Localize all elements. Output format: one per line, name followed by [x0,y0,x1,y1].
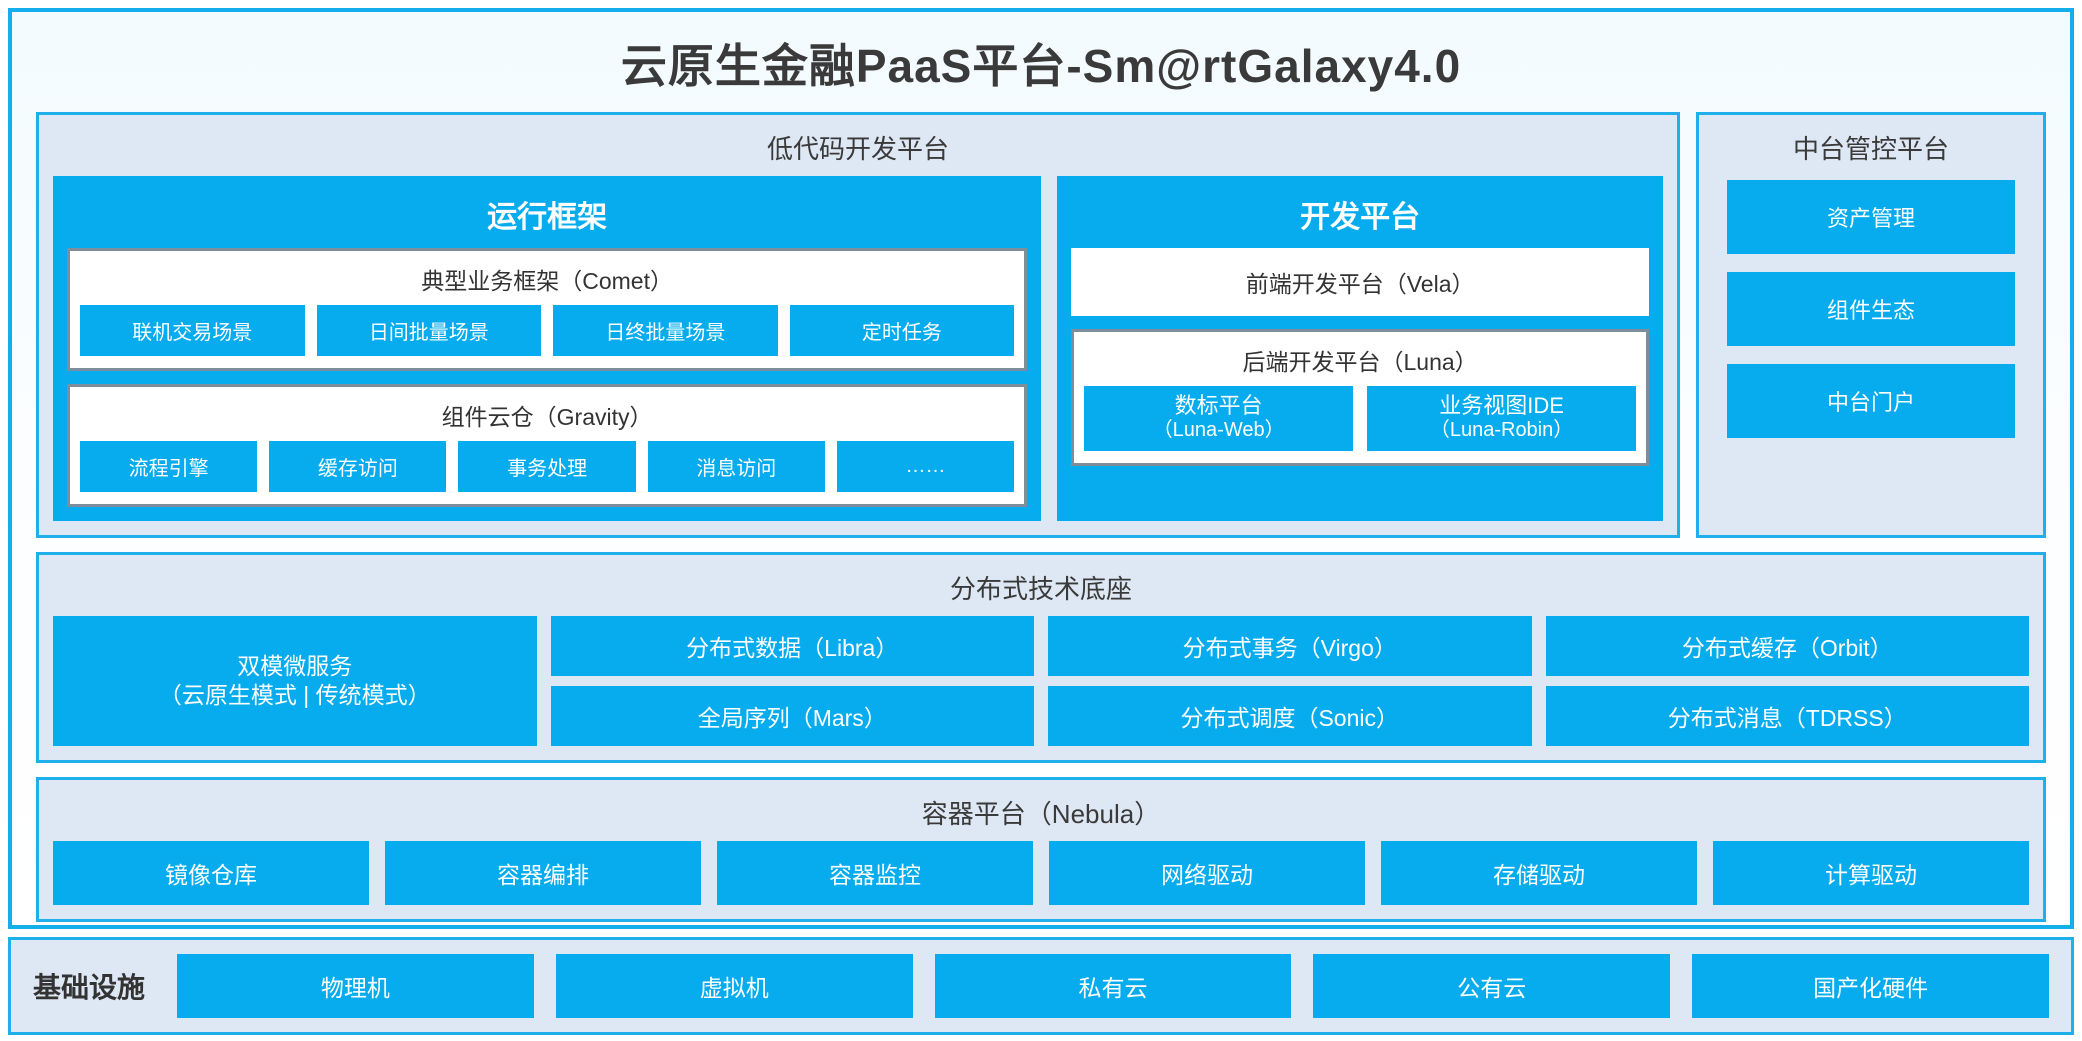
distributed-base-panel: 分布式技术底座 双模微服务 （云原生模式 | 传统模式） 分布式数据（Libra… [36,552,2046,763]
infrastructure-item-domestic-hardware[interactable]: 国产化硬件 [1692,954,2049,1018]
gravity-item-transaction-processing[interactable]: 事务处理 [458,441,636,492]
comet-item-eod-batch[interactable]: 日终批量场景 [553,305,778,356]
luna-item-business-view-ide[interactable]: 业务视图IDE （Luna-Robin） [1367,386,1637,452]
container-platform-title: 容器平台（Nebula） [921,799,1161,829]
development-platform-title: 开发平台 [1300,201,1421,234]
distributed-item-sequence-mars[interactable]: 全局序列（Mars） [550,686,1034,746]
runtime-framework-card: 运行框架 典型业务框架（Comet） 联机交易场景 日间批量场景 日终批量场景 … [53,176,1042,521]
comet-group: 典型业务框架（Comet） 联机交易场景 日间批量场景 日终批量场景 定时任务 [67,248,1028,371]
microservice-line1: 双模微服务 [237,652,353,679]
infrastructure-item-physical-machine[interactable]: 物理机 [177,954,534,1018]
distributed-item-scheduling-sonic[interactable]: 分布式调度（Sonic） [1048,686,1532,746]
container-item-row: 镜像仓库 容器编排 容器监控 网络驱动 存储驱动 计算驱动 [53,841,2029,905]
top-row: 低代码开发平台 运行框架 典型业务框架（Comet） 联机交易场景 日间批量场景… [36,112,2046,538]
container-item-orchestration[interactable]: 容器编排 [385,841,701,905]
infrastructure-item-public-cloud[interactable]: 公有云 [1313,954,1671,1018]
infrastructure-item-row: 物理机 虚拟机 私有云 公有云 国产化硬件 [177,954,2049,1018]
lowcode-platform-title: 低代码开发平台 [766,134,949,164]
midoffice-item-portal[interactable]: 中台门户 [1727,364,2015,438]
luna-web-code: （Luna-Web） [1152,418,1285,441]
midoffice-item-asset-management[interactable]: 资产管理 [1727,180,2015,254]
distributed-col-microservice: 双模微服务 （云原生模式 | 传统模式） [53,616,537,746]
lowcode-platform-body: 运行框架 典型业务框架（Comet） 联机交易场景 日间批量场景 日终批量场景 … [53,176,1663,521]
gravity-group: 组件云仓（Gravity） 流程引擎 缓存访问 事务处理 消息访问 …… [67,384,1028,507]
comet-item-scheduled-task[interactable]: 定时任务 [789,305,1015,356]
gravity-chip-row: 流程引擎 缓存访问 事务处理 消息访问 …… [80,441,1015,492]
infrastructure-label: 基础设施 [33,972,146,1003]
backend-platform-luna-group: 后端开发平台（Luna） 数标平台 （Luna-Web） 业务视图IDE （Lu… [1071,329,1649,467]
page-title: 云原生金融PaaS平台-Sm@rtGalaxy4.0 [620,40,1462,92]
comet-item-intraday-batch[interactable]: 日间批量场景 [316,305,542,356]
distributed-base-title: 分布式技术底座 [949,574,1132,604]
distributed-col-2: 分布式事务（Virgo） 分布式调度（Sonic） [1048,616,1532,746]
infrastructure-item-private-cloud[interactable]: 私有云 [934,954,1292,1018]
distributed-item-data-libra[interactable]: 分布式数据（Libra） [550,616,1034,676]
distributed-col-1: 分布式数据（Libra） 全局序列（Mars） [550,616,1034,746]
gravity-item-process-engine[interactable]: 流程引擎 [80,441,258,492]
lowcode-platform-panel: 低代码开发平台 运行框架 典型业务框架（Comet） 联机交易场景 日间批量场景… [36,112,1680,538]
distributed-item-message-tdrss[interactable]: 分布式消息（TDRSS） [1545,686,2029,746]
container-item-compute-driver[interactable]: 计算驱动 [1713,841,2029,905]
midoffice-control-panel: 中台管控平台 资产管理 组件生态 中台门户 [1696,112,2046,538]
midoffice-control-title: 中台管控平台 [1792,134,1949,164]
gravity-item-more[interactable]: …… [836,441,1015,492]
container-item-storage-driver[interactable]: 存储驱动 [1381,841,1697,905]
container-item-network-driver[interactable]: 网络驱动 [1049,841,1365,905]
midoffice-item-component-ecosystem[interactable]: 组件生态 [1727,272,2015,346]
runtime-framework-title: 运行框架 [487,201,608,234]
distributed-item-transaction-virgo[interactable]: 分布式事务（Virgo） [1048,616,1532,676]
luna-chip-row: 数标平台 （Luna-Web） 业务视图IDE （Luna-Robin） [1084,386,1637,452]
frontend-platform-vela[interactable]: 前端开发平台（Vela） [1071,248,1649,316]
gravity-item-message-access[interactable]: 消息访问 [647,441,825,492]
infrastructure-panel: 基础设施 物理机 虚拟机 私有云 公有云 国产化硬件 [8,937,2074,1035]
distributed-item-cache-orbit[interactable]: 分布式缓存（Orbit） [1545,616,2029,676]
luna-web-name: 数标平台 [1174,393,1263,418]
development-platform-card: 开发平台 前端开发平台（Vela） 后端开发平台（Luna） 数标平台 （Lun… [1057,176,1663,521]
container-item-monitoring[interactable]: 容器监控 [717,841,1033,905]
gravity-item-cache-access[interactable]: 缓存访问 [269,441,447,492]
container-platform-panel: 容器平台（Nebula） 镜像仓库 容器编排 容器监控 网络驱动 存储驱动 计算… [36,777,2046,922]
luna-robin-code: （Luna-Robin） [1429,418,1574,441]
distributed-col-3: 分布式缓存（Orbit） 分布式消息（TDRSS） [1545,616,2029,746]
comet-chip-row: 联机交易场景 日间批量场景 日终批量场景 定时任务 [80,305,1015,356]
main-platform-container: 云原生金融PaaS平台-Sm@rtGalaxy4.0 低代码开发平台 运行框架 … [8,8,2074,929]
distributed-item-dual-mode-microservice[interactable]: 双模微服务 （云原生模式 | 传统模式） [53,616,537,746]
comet-title: 典型业务框架（Comet） [421,268,673,294]
gravity-title: 组件云仓（Gravity） [441,404,653,430]
comet-item-online-transaction[interactable]: 联机交易场景 [80,305,305,356]
midoffice-item-list: 资产管理 组件生态 中台门户 [1713,180,2029,521]
container-item-image-registry[interactable]: 镜像仓库 [53,841,369,905]
distributed-base-body: 双模微服务 （云原生模式 | 传统模式） 分布式数据（Libra） 全局序列（M… [53,616,2029,746]
luna-item-data-standard-platform[interactable]: 数标平台 （Luna-Web） [1084,386,1354,452]
backend-platform-luna-title: 后端开发平台（Luna） [1242,349,1478,375]
luna-robin-name: 业务视图IDE [1439,393,1564,418]
infrastructure-item-virtual-machine[interactable]: 虚拟机 [555,954,913,1018]
microservice-line2: （云原生模式 | 传统模式） [158,682,431,708]
